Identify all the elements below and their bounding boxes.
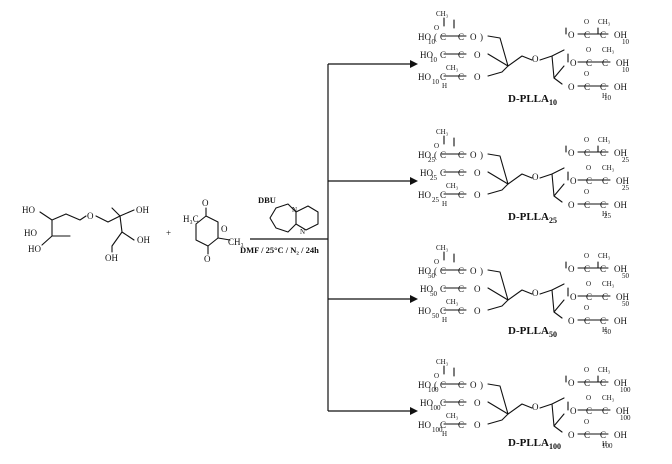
repeat-count: 50 [622, 272, 630, 280]
product-structure-1: 10 10 10 10 10 10 D-PLLA10 [417, 9, 631, 107]
atom-n: N [300, 228, 305, 236]
repeat-count: 10 [430, 56, 438, 64]
repeat-count: 25 [622, 184, 630, 192]
atom-oh: HO [28, 244, 41, 254]
product-label: D-PLLA10 [508, 93, 557, 107]
repeat-count: 25 [622, 156, 630, 164]
repeat-count: 100 [602, 442, 613, 450]
product-structure-4: 100 100 100 100 100 100 D-PLLA100 [417, 357, 631, 451]
repeat-count: 10 [622, 66, 630, 74]
atom-oh: OH [105, 253, 118, 263]
repeat-count: 50 [428, 272, 436, 280]
repeat-count: 100 [620, 414, 631, 422]
repeat-count: 100 [620, 386, 631, 394]
atom-oh: HO [24, 228, 37, 238]
repeat-count: 50 [604, 328, 612, 336]
catalyst-label: DBU [258, 195, 276, 205]
conditions-label: DMF / 25°C / N₂ / 24h [240, 245, 319, 255]
atom-oh: OH [136, 205, 149, 215]
repeat-count: 25 [432, 196, 440, 204]
atom-oh: OH [137, 235, 150, 245]
atom-n: N [292, 206, 297, 214]
atom-oh: HO [22, 205, 35, 215]
product-label: D-PLLA50 [508, 325, 557, 339]
atom-o: O [202, 198, 209, 208]
repeat-count: 100 [432, 426, 443, 434]
plus-sign: + [166, 228, 171, 238]
atom-h3c: H₃C [183, 214, 199, 224]
dipentaerythritol-structure: HO HO HO O OH OH OH [22, 205, 150, 263]
repeat-count: 25 [428, 156, 436, 164]
atom-o: O [204, 254, 211, 264]
repeat-count: 100 [428, 386, 439, 394]
product-label: D-PLLA25 [508, 211, 557, 225]
dbu-structure: N N [269, 203, 319, 236]
product-structure-2: 25 25 25 25 25 25 D-PLLA25 [417, 127, 631, 225]
repeat-count: 50 [430, 290, 438, 298]
repeat-count: 10 [428, 38, 436, 46]
repeat-count: 25 [604, 212, 612, 220]
repeat-count: 10 [604, 94, 612, 102]
lactide-structure: H₃C O O O CH₃ [183, 198, 244, 264]
atom-o: O [221, 224, 228, 234]
product-structure-3: 50 50 50 50 50 50 D-PLLA50 [417, 243, 631, 339]
product-label: D-PLLA100 [508, 437, 561, 451]
repeat-count: 50 [432, 312, 440, 320]
repeat-count: 100 [430, 404, 441, 412]
repeat-count: 25 [430, 174, 438, 182]
atom-o: O [87, 211, 94, 221]
repeat-count: 10 [622, 38, 630, 46]
repeat-count: 10 [432, 78, 440, 86]
atom-ch3: CH₃ [228, 237, 244, 247]
repeat-count: 50 [622, 300, 630, 308]
branch-arrows [327, 60, 418, 415]
